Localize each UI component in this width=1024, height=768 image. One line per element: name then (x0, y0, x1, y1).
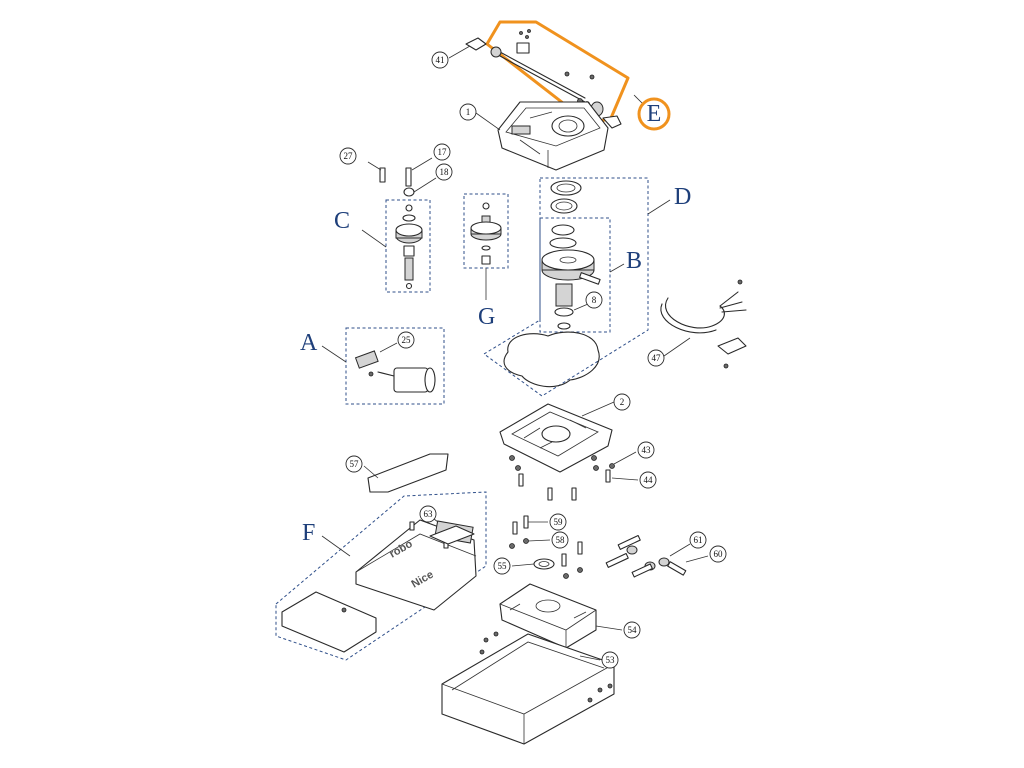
callout-57: 57 (345, 455, 363, 473)
svg-text:61: 61 (694, 535, 703, 545)
svg-text:18: 18 (440, 167, 450, 177)
callout-8: 8 (585, 291, 603, 309)
callout-17: 17 (433, 143, 451, 161)
group-box-c (385, 199, 431, 293)
svg-text:17: 17 (438, 147, 448, 157)
callout-41: 41 (431, 51, 449, 69)
group-box-b (539, 217, 611, 333)
group-box-f (275, 491, 487, 661)
callout-59: 59 (549, 513, 567, 531)
assembly-a (354, 350, 436, 393)
group-label-e: E (647, 101, 662, 127)
bracket-57 (367, 453, 449, 493)
callout-44: 44 (639, 471, 657, 489)
highlight-circle-e (637, 97, 671, 131)
group-label-b: B (626, 248, 642, 274)
callout-2: 2 (613, 393, 631, 411)
svg-text:8: 8 (592, 295, 597, 305)
callout-58: 58 (551, 531, 569, 549)
svg-text:53: 53 (606, 655, 616, 665)
svg-text:41: 41 (436, 55, 445, 65)
pins-and-rollers (605, 534, 687, 578)
assembly-g (470, 202, 502, 265)
svg-text:59: 59 (554, 517, 564, 527)
group-label-d: D (674, 184, 691, 210)
frame-54 (499, 583, 597, 649)
housing-screws (509, 455, 615, 501)
svg-text:43: 43 (642, 445, 652, 455)
assembly-b (541, 224, 601, 330)
callout-25: 25 (397, 331, 415, 349)
top-housing (497, 101, 609, 171)
group-label-c: C (334, 208, 350, 234)
callout-54: 54 (623, 621, 641, 639)
base-tray-53 (441, 631, 615, 745)
svg-text:1: 1 (466, 107, 471, 117)
assembly-c (395, 204, 423, 290)
svg-text:47: 47 (652, 353, 662, 363)
bottom-housing (499, 403, 613, 473)
group-box-a (345, 327, 445, 405)
assembly-d (503, 180, 600, 388)
svg-text:58: 58 (556, 535, 566, 545)
cable-harness (660, 279, 747, 369)
svg-text:54: 54 (628, 625, 638, 635)
group-label-a: A (300, 330, 318, 356)
callout-53: 53 (601, 651, 619, 669)
callout-18: 18 (435, 163, 453, 181)
svg-text:63: 63 (424, 509, 434, 519)
svg-text:44: 44 (644, 475, 654, 485)
callout-60: 60 (709, 545, 727, 563)
svg-text:27: 27 (344, 151, 354, 161)
svg-text:25: 25 (402, 335, 412, 345)
callout-63: 63 (419, 505, 437, 523)
callout-43: 43 (637, 441, 655, 459)
callout-47: 47 (647, 349, 665, 367)
callout-1: 1 (459, 103, 477, 121)
group-label-g: G (478, 304, 495, 330)
callout-61: 61 (689, 531, 707, 549)
callout-27: 27 (339, 147, 357, 165)
callout-55: 55 (493, 557, 511, 575)
svg-text:60: 60 (714, 549, 724, 559)
svg-text:2: 2 (620, 397, 625, 407)
svg-text:57: 57 (350, 459, 360, 469)
group-label-f: F (302, 520, 315, 546)
svg-text:55: 55 (498, 561, 508, 571)
